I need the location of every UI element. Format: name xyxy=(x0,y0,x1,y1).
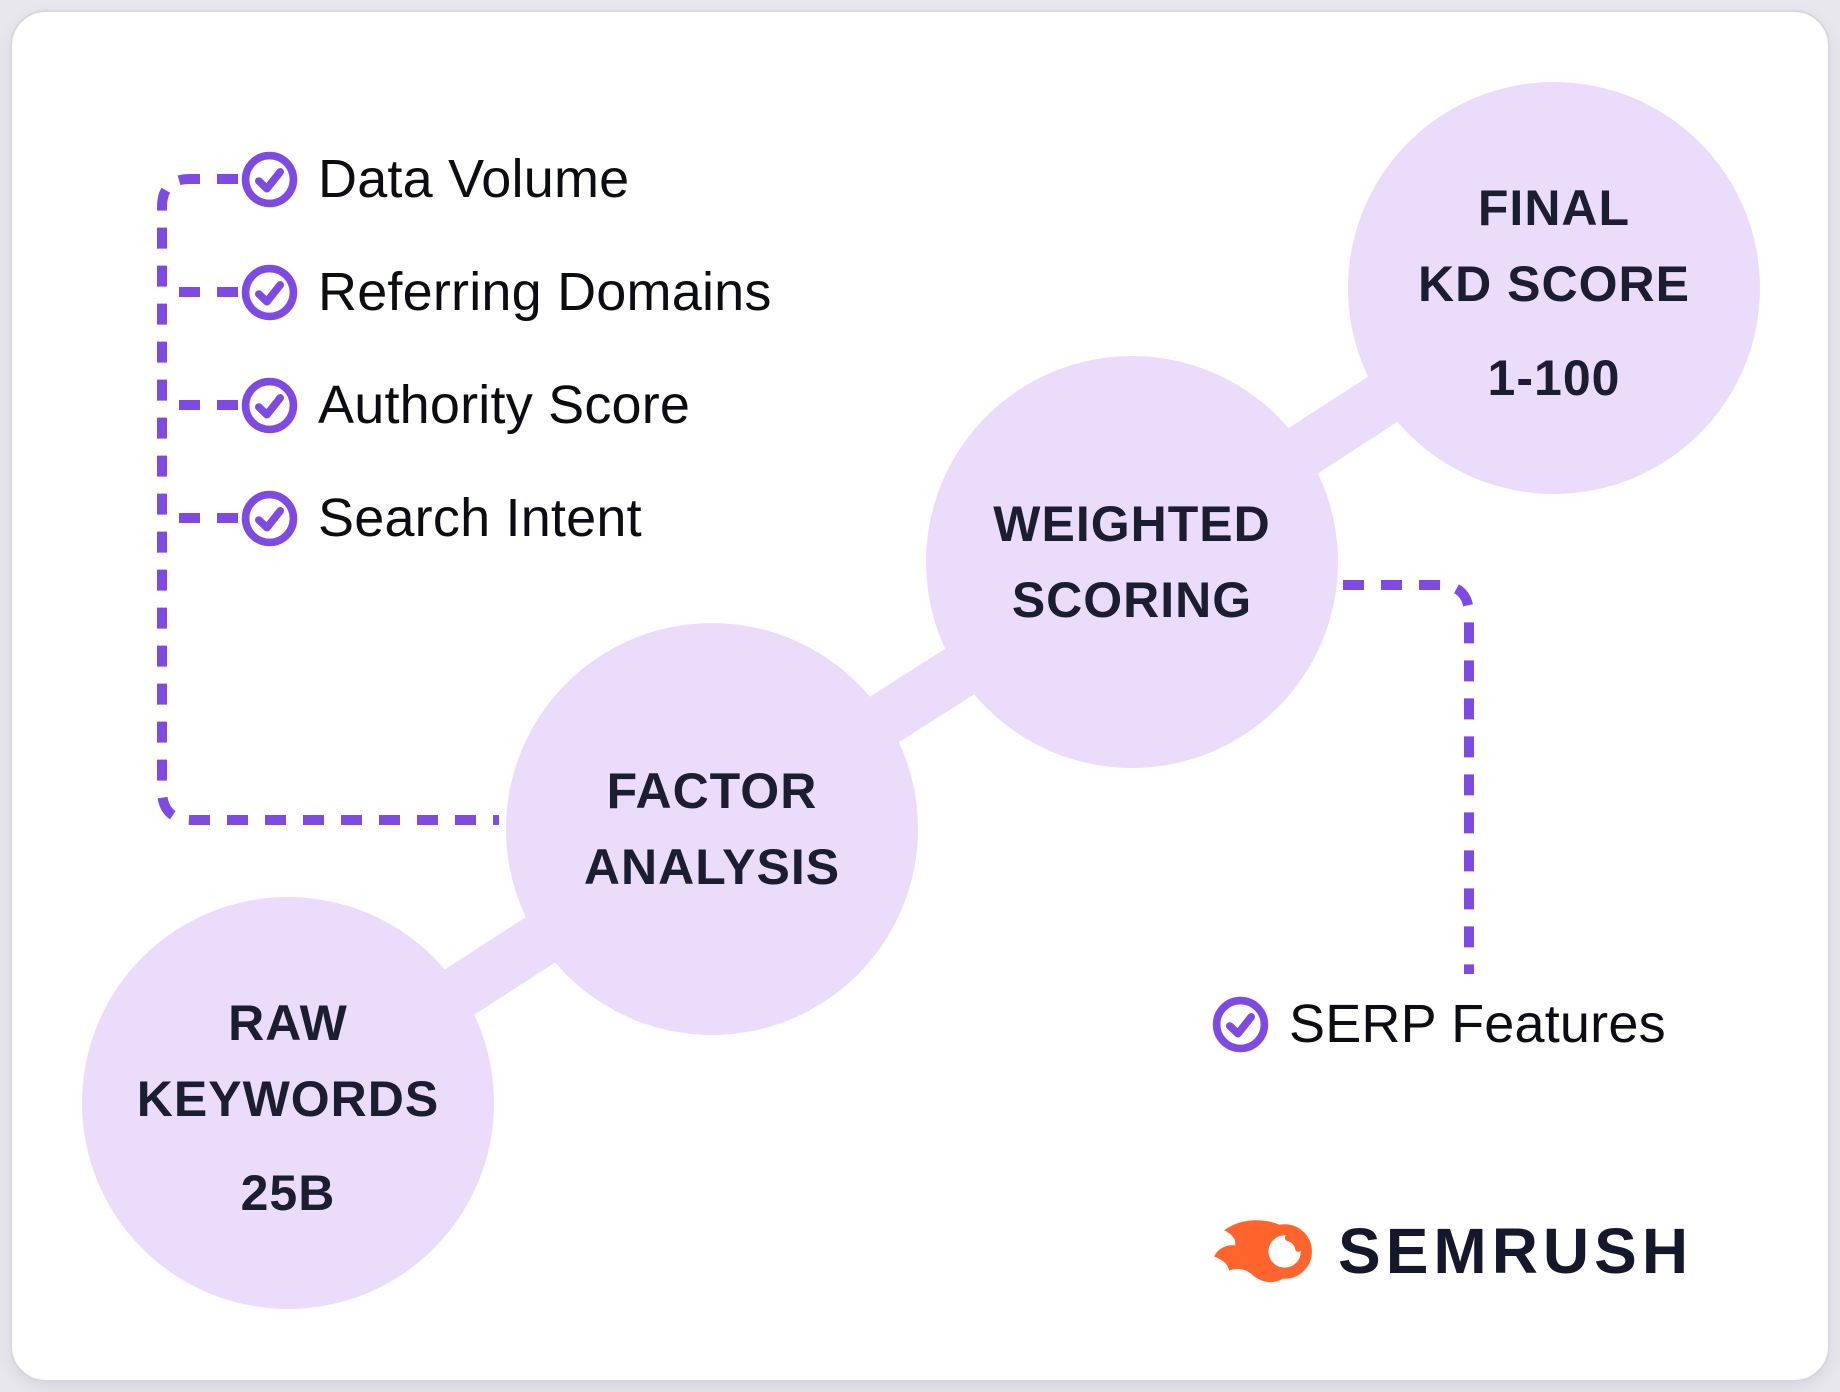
node-title-line: SCORING xyxy=(1011,572,1253,628)
semrush-logo: SEMRUSH xyxy=(1214,1214,1693,1288)
dashed-guides xyxy=(157,174,1474,974)
node-raw-keywords: RAW KEYWORDS 25B xyxy=(82,897,494,1309)
node-title-line: ANALYSIS xyxy=(583,839,841,895)
node-title-line: FACTOR xyxy=(606,763,818,819)
node-title-line: KEYWORDS xyxy=(136,1071,440,1127)
node-value: 25B xyxy=(240,1165,336,1221)
checklist-label: Referring Domains xyxy=(318,262,772,322)
checklist-item-referring-domains: Referring Domains xyxy=(241,254,772,330)
node-factor-analysis: FACTOR ANALYSIS xyxy=(506,623,918,1035)
infographic-card: RAW KEYWORDS 25B FACTOR ANALYSIS WEIGHTE… xyxy=(10,10,1830,1382)
check-icon xyxy=(241,264,298,320)
checklist-label: Search Intent xyxy=(318,488,642,548)
serp-features-label: SERP Features xyxy=(1289,994,1666,1054)
check-icon xyxy=(241,377,298,433)
checklist-label: Authority Score xyxy=(318,375,691,435)
check-icon xyxy=(241,151,298,207)
check-icon xyxy=(241,490,298,546)
checklist-item-search-intent: Search Intent xyxy=(241,480,642,556)
node-title-line: FINAL xyxy=(1477,180,1631,236)
check-icon xyxy=(1212,996,1269,1052)
node-weighted-scoring: WEIGHTED SCORING xyxy=(926,356,1338,768)
semrush-flame-icon xyxy=(1214,1219,1312,1282)
node-final-kd-score: FINAL KD SCORE 1-100 xyxy=(1348,82,1760,494)
serp-features-item: SERP Features xyxy=(1212,986,1666,1062)
node-title-line: WEIGHTED xyxy=(993,496,1271,552)
factors-dashed-path xyxy=(157,174,499,825)
serp-dashed-path xyxy=(1343,580,1474,974)
checklist-item-authority-score: Authority Score xyxy=(241,367,690,443)
checklist-label: Data Volume xyxy=(318,149,630,209)
semrush-wordmark: SEMRUSH xyxy=(1338,1215,1694,1287)
checklist-item-data-volume: Data Volume xyxy=(241,141,629,217)
node-value: 1-100 xyxy=(1487,350,1621,406)
node-title-line: RAW xyxy=(228,995,348,1051)
node-title-line: KD SCORE xyxy=(1418,256,1690,312)
